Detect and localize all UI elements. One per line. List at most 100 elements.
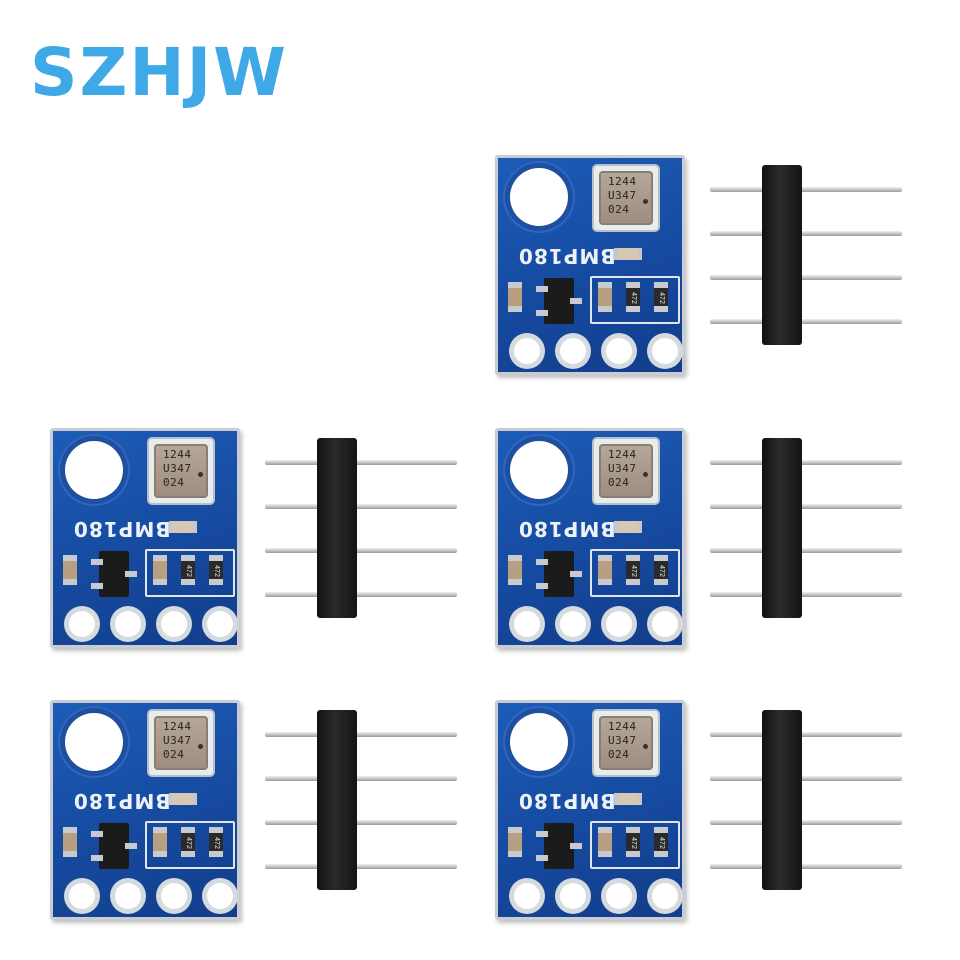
pin-hole [207, 883, 233, 909]
header-pin [710, 864, 902, 869]
regulator-pin [536, 559, 548, 565]
voltage-regulator [536, 551, 582, 597]
voltage-regulator [536, 278, 582, 324]
chip-marking: 024 [608, 476, 630, 489]
sensor-vent-hole [643, 744, 648, 749]
component-outline [145, 821, 235, 869]
voltage-regulator [91, 551, 137, 597]
header-pin [710, 548, 902, 553]
pin-hole [560, 611, 586, 637]
header-pin [265, 504, 457, 509]
header-pin [265, 592, 457, 597]
pin-hole [115, 883, 141, 909]
pin-hole [652, 338, 678, 364]
chip-marking: 024 [163, 748, 185, 761]
resistor: 472 [626, 282, 640, 312]
regulator-pin [536, 855, 548, 861]
resistor: 472 [654, 282, 668, 312]
pin-hole [207, 611, 233, 637]
pin-hole [115, 611, 141, 637]
resistor-marking: 472 [658, 292, 665, 304]
mounting-hole [65, 713, 123, 771]
header-housing [762, 438, 802, 618]
resistor-marking: 472 [213, 837, 220, 849]
chip-marking: U347 [163, 462, 192, 475]
pin-hole [606, 883, 632, 909]
board-label: BMP180 [518, 789, 616, 813]
resistor: 472 [181, 555, 195, 585]
pin-hole [161, 883, 187, 909]
component-outline [590, 276, 680, 324]
regulator-pin [91, 855, 103, 861]
pin-hole [652, 611, 678, 637]
resistor [598, 827, 612, 857]
header-pin [265, 460, 457, 465]
mounting-hole [510, 441, 568, 499]
pin-header [265, 438, 460, 618]
resistor: 472 [209, 555, 223, 585]
component-outline [590, 549, 680, 597]
capacitor [169, 521, 197, 533]
chip-marking: 024 [608, 203, 630, 216]
header-pin [710, 187, 902, 192]
sensor-vent-hole [198, 472, 203, 477]
header-pin [710, 776, 902, 781]
header-housing [762, 710, 802, 890]
pin-header [710, 710, 905, 890]
capacitor [614, 793, 642, 805]
chip-marking: 1244 [608, 720, 637, 733]
resistor-marking: 472 [185, 565, 192, 577]
capacitor [63, 827, 77, 857]
regulator-pin [536, 286, 548, 292]
capacitor [508, 282, 522, 312]
header-pin [265, 776, 457, 781]
resistor-marking: 472 [658, 837, 665, 849]
capacitor [508, 827, 522, 857]
pin-hole [514, 611, 540, 637]
chip-marking: 1244 [608, 448, 637, 461]
regulator-pin [91, 583, 103, 589]
resistor-marking: 472 [630, 292, 637, 304]
pin-hole [560, 338, 586, 364]
header-pin [710, 319, 902, 324]
resistor [153, 827, 167, 857]
brand-logo: SZHJW [30, 34, 288, 111]
component-outline [145, 549, 235, 597]
pin-hole [606, 338, 632, 364]
pin-hole [69, 883, 95, 909]
regulator-pin [536, 310, 548, 316]
resistor: 472 [181, 827, 195, 857]
chip-marking: U347 [608, 462, 637, 475]
header-housing [762, 165, 802, 345]
regulator-pin [570, 571, 582, 577]
pin-hole [514, 338, 540, 364]
mounting-hole [65, 441, 123, 499]
resistor: 472 [626, 555, 640, 585]
resistor [598, 555, 612, 585]
regulator-pin [570, 298, 582, 304]
board-label: BMP180 [73, 517, 171, 541]
pin-holes [508, 611, 678, 641]
pin-header [710, 438, 905, 618]
regulator-pin [570, 843, 582, 849]
capacitor [169, 793, 197, 805]
header-pin [710, 275, 902, 280]
capacitor [63, 555, 77, 585]
header-pin [710, 504, 902, 509]
regulator-pin [536, 583, 548, 589]
pin-hole [606, 611, 632, 637]
pin-holes [63, 611, 233, 641]
regulator-pin [125, 571, 137, 577]
